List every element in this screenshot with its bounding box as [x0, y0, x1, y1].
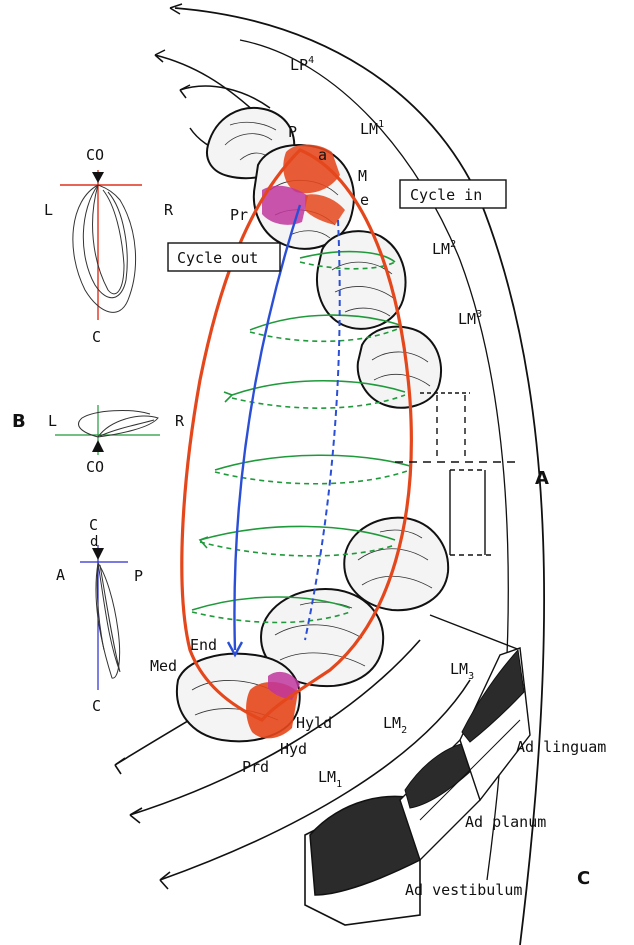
label-ad-linguam: Ad linguam	[516, 738, 606, 756]
label-prd: Prd	[242, 758, 269, 776]
mid-co-label: CO	[86, 458, 104, 476]
trace-frontal	[60, 170, 142, 320]
facet-upper-purple	[262, 186, 308, 225]
panel-label-b: B	[12, 411, 26, 432]
label-hyld: Hyld	[296, 714, 332, 732]
upper-tooth-m2	[317, 231, 405, 329]
cycle-in-box: Cycle in	[400, 180, 506, 208]
trace-sagittal	[80, 545, 128, 690]
label-pr: Pr	[230, 206, 248, 224]
low-c-label: C	[89, 516, 98, 534]
trace-horizontal	[55, 405, 160, 455]
top-r-label: R	[164, 201, 174, 219]
label-lm3: LM3	[458, 309, 482, 328]
top-co-label: CO	[86, 146, 104, 164]
label-lm1: LM1	[360, 119, 384, 138]
label-lm-lower-2: LM2	[383, 714, 407, 736]
low-c2-label: C	[92, 697, 101, 715]
top-l-label: L	[44, 201, 53, 219]
label-lm-lower-1: LM1	[318, 768, 342, 790]
low-p-label: P	[134, 567, 143, 585]
cycle-out-label: Cycle out	[177, 249, 258, 267]
label-end: End	[190, 636, 217, 654]
mid-l-label: L	[48, 412, 57, 430]
label-a: a	[318, 146, 327, 164]
low-a-label: A	[56, 566, 65, 584]
lower-teeth	[177, 518, 448, 742]
label-e: e	[360, 191, 369, 209]
upper-tooth-m3	[358, 327, 441, 408]
panel-label-c: C	[577, 868, 590, 889]
label-ad-planum: Ad planum	[465, 813, 546, 831]
panel-label-a: A	[535, 468, 549, 489]
label-m: M	[358, 167, 367, 185]
top-c-label: C	[92, 328, 101, 346]
label-lm-lower-3: LM3	[450, 660, 474, 682]
mid-r-label: R	[175, 412, 185, 430]
label-p: P	[288, 123, 297, 141]
label-ad-vestibulum: Ad vestibulum	[405, 881, 522, 899]
cycle-in-label: Cycle in	[410, 186, 482, 204]
label-lp4: LP4	[290, 55, 314, 74]
low-d-label: d	[90, 534, 98, 550]
label-hyd: Hyd	[280, 740, 307, 758]
cycle-out-box: Cycle out	[168, 243, 280, 271]
label-med: Med	[150, 657, 177, 675]
label-lm2: LM2	[432, 239, 456, 258]
